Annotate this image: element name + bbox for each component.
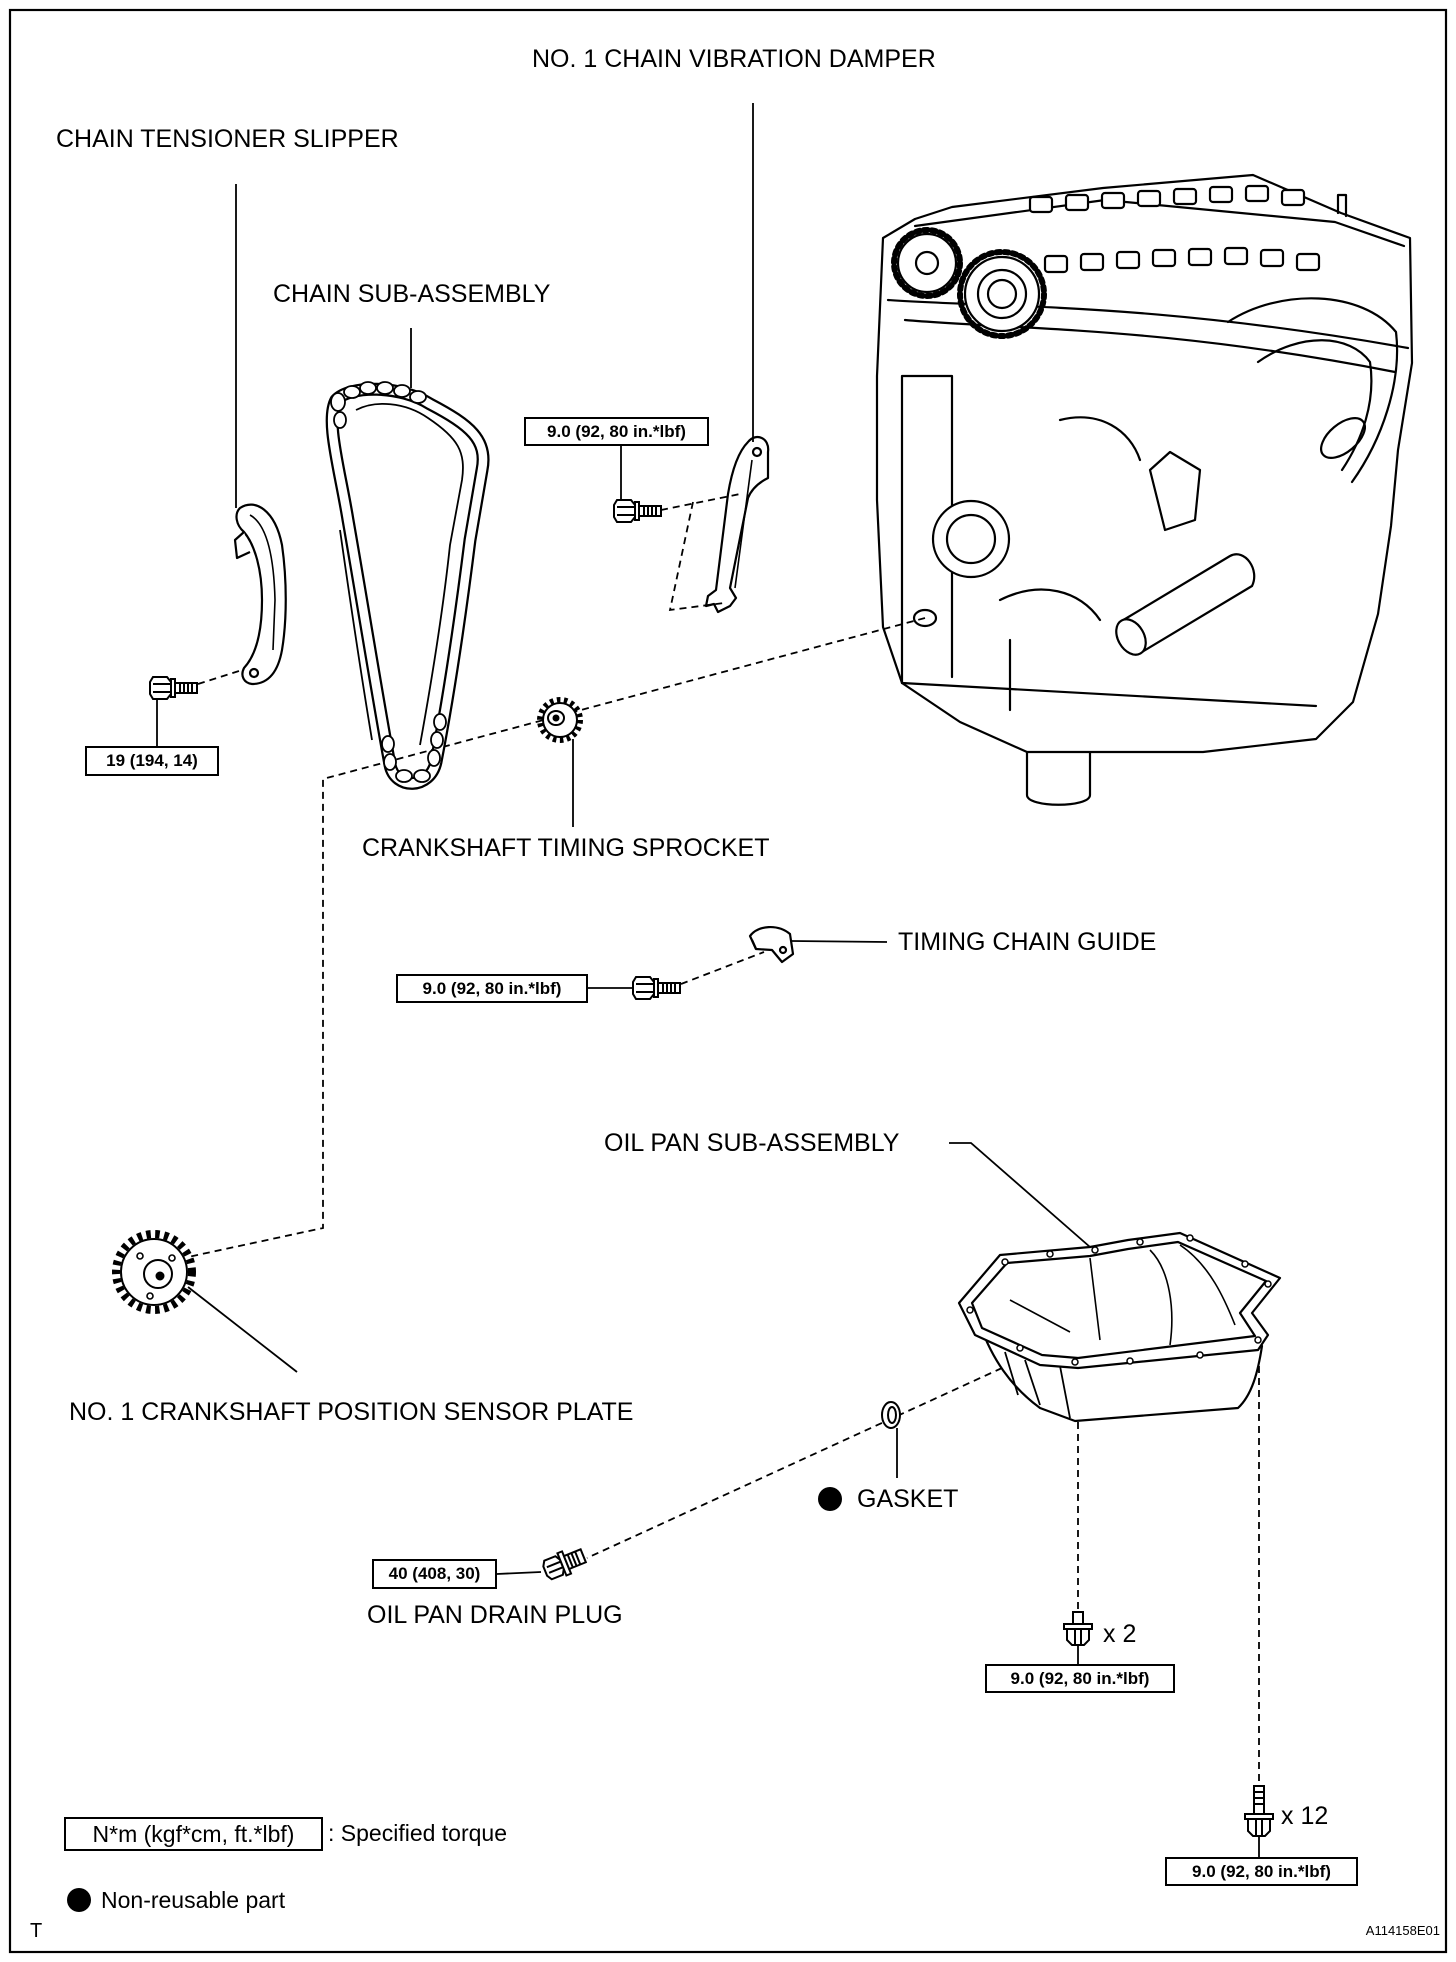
manifold-port (1320, 417, 1366, 459)
slipper-bolt-torque: 19 (194, 14) (85, 746, 219, 776)
crankshaft-alignment-dashed-line (187, 617, 926, 1258)
oil-pan-flange-outer (957, 1231, 1282, 1370)
oil-pan-leader-line (949, 1142, 1091, 1248)
timing-chain-guide-drawing (748, 926, 795, 964)
intake-camshaft-sprocket (891, 227, 963, 299)
legend-non-reusable-text: Non-reusable part (101, 1887, 286, 1913)
vibration-damper-label: NO. 1 CHAIN VIBRATION DAMPER (532, 45, 936, 73)
pan-long-bolt-quantity: x 12 (1281, 1802, 1329, 1830)
pan-long-bolt-torque: 9.0 (92, 80 in.*lbf) (1165, 1857, 1358, 1886)
filled-circle-icon (67, 1888, 91, 1912)
oil-pan-baffles (1009, 1244, 1236, 1346)
head-gasket-line (886, 298, 1410, 350)
oil-pan-label: OIL PAN SUB-ASSEMBLY (604, 1129, 900, 1157)
chain-links-bottom (381, 713, 447, 783)
pan-short-bolt-quantity: x 2 (1103, 1620, 1137, 1648)
outlet-housing (1148, 450, 1202, 532)
oil-pan-rail (900, 681, 1318, 708)
block-rib-lines (998, 416, 1142, 712)
oil-pan-ribs (1004, 1351, 1071, 1419)
oil-pan-flange-inner (970, 1240, 1268, 1360)
drain-plug-torque: 40 (408, 30) (372, 1559, 497, 1589)
guide-bolt-torque: 9.0 (92, 80 in.*lbf) (396, 974, 588, 1003)
pan-long-bolt-drawing (1244, 1785, 1274, 1837)
block-left-face (900, 374, 954, 685)
camshaft-caps-lower (1043, 246, 1321, 274)
exhaust-camshaft-sprocket (957, 249, 1047, 339)
chain-links-top (330, 381, 427, 429)
engine-outline (875, 173, 1414, 754)
sensor-plate-leader-line (187, 1286, 298, 1373)
chain-sub-assembly-drawing (325, 381, 490, 790)
gasket-label: GASKET (857, 1485, 959, 1513)
coolant-pipe (1118, 553, 1256, 654)
engine-assembly-drawing (875, 173, 1414, 806)
timing-chain-guide-leader-line (791, 940, 888, 943)
intake-manifold-runner (1226, 297, 1399, 484)
damper-bolt-dashed-line (660, 493, 741, 511)
figure-id: A114158E01 (1365, 1923, 1440, 1938)
legend-torque-description: : Specified torque (328, 1820, 508, 1846)
guide-bolt-dashed-line (680, 951, 765, 985)
coolant-pipe-end (1115, 618, 1147, 656)
crankshaft-snout (1025, 738, 1092, 806)
slipper-bolt-drawing (149, 676, 198, 700)
slipper-bolt-dashed-line (197, 669, 243, 685)
chain-sub-assembly-label: CHAIN SUB-ASSEMBLY (273, 280, 551, 308)
water-pump (931, 499, 1011, 579)
leader-lines (156, 103, 1260, 1857)
chain-tensioner-slipper-drawing (233, 503, 287, 686)
gasket-drawing (881, 1401, 901, 1429)
damper-bolt-torque: 9.0 (92, 80 in.*lbf) (524, 417, 709, 446)
drain-plug-torque-leader-line (496, 1571, 542, 1575)
timing-chain-guide-label: TIMING CHAIN GUIDE (898, 928, 1157, 956)
drain-plug-label: OIL PAN DRAIN PLUG (367, 1601, 623, 1629)
crankshaft-timing-sprocket-drawing (537, 697, 583, 743)
sensor-plate-label: NO. 1 CRANKSHAFT POSITION SENSOR PLATE (69, 1398, 634, 1426)
drain-plug-dashed-line (586, 1367, 1003, 1559)
figure-frame (8, 8, 1448, 1954)
pan-short-bolt-torque: 9.0 (92, 80 in.*lbf) (985, 1664, 1175, 1693)
chain-vibration-damper-drawing (704, 435, 770, 614)
filled-circle-icon (818, 1487, 842, 1511)
head-lower-line (903, 318, 1397, 374)
crankshaft-position-sensor-plate-drawing (112, 1230, 196, 1314)
damper-bolt-drawing (613, 499, 662, 523)
legend-torque-unit-box: N*m (kgf*cm, ft.*lbf) (64, 1817, 323, 1851)
crankshaft-sprocket-label: CRANKSHAFT TIMING SPROCKET (362, 834, 770, 862)
oil-pan-drawing (957, 1231, 1282, 1423)
oil-pan-bolt-holes (966, 1234, 1272, 1366)
tensioner-slipper-label: CHAIN TENSIONER SLIPPER (56, 125, 399, 153)
oil-pan-drain-plug-drawing (542, 1547, 588, 1581)
damper-lower-dashed-line (668, 501, 725, 612)
pan-short-bolt-drawing (1063, 1611, 1093, 1646)
guide-bolt-drawing (632, 976, 681, 1000)
cam-cover-edge (913, 198, 1406, 248)
camshaft-caps-upper (1028, 184, 1306, 214)
spark-plug-stub (1336, 193, 1348, 218)
corner-mark: T (30, 1920, 43, 1942)
